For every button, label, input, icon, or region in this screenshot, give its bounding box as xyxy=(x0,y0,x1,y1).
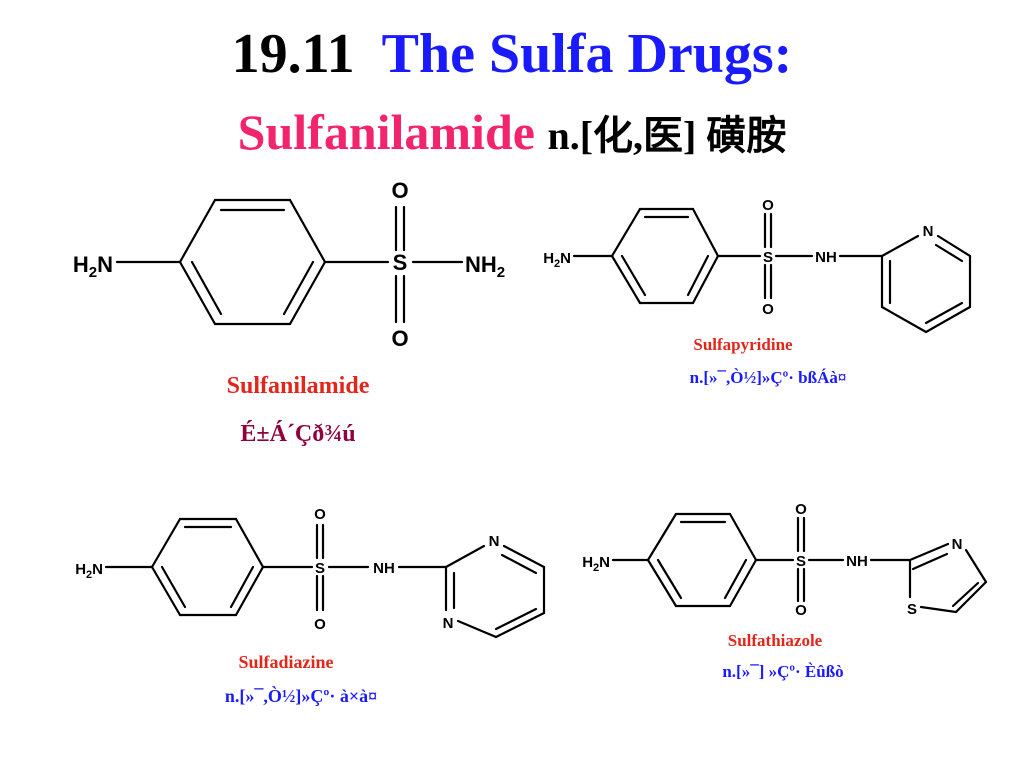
caption-sulfathiazole-subtitle: n.[»¯] »Çº· Èûßò xyxy=(722,662,844,681)
amino-group-label: H2N xyxy=(582,554,610,574)
pyrimidine-nitrogen-bottom: N xyxy=(443,615,454,632)
caption-sulfapyridine-subtitle: n.[»¯,Ò½]»Çº· bßÁà¤ xyxy=(689,368,847,387)
caption-sulfapyridine-name: Sulfapyridine xyxy=(693,335,793,354)
sulfur-atom: S xyxy=(763,249,773,266)
sulfonamide-nh-label: NH xyxy=(846,553,868,570)
caption-sulfanilamide-subtitle: É±Á´Çð¾ú xyxy=(240,421,356,447)
oxygen-atom-top: O xyxy=(762,197,774,214)
caption-sulfadiazine-name: Sulfadiazine xyxy=(238,652,334,672)
pyridine-ring xyxy=(880,234,972,334)
sulfonamide-nh-label: NH xyxy=(373,560,395,577)
pyrimidine-ring xyxy=(444,544,546,639)
oxygen-atom-top: O xyxy=(391,178,408,203)
thiazole-ring xyxy=(908,542,988,614)
amino-group-label: H2N xyxy=(543,250,571,270)
slide-subtitle: Sulfanilamide n.[化,医] 磺胺 xyxy=(0,102,1024,166)
slide-title: 19.11 The Sulfa Drugs: xyxy=(0,22,1024,86)
pyridine-nitrogen: N xyxy=(923,223,934,240)
thiazole-nitrogen: N xyxy=(952,536,963,553)
molecule-sulfanilamide-structure: H2N S O O NH2 xyxy=(73,178,505,351)
sulfur-atom: S xyxy=(393,250,408,275)
molecule-sulfathiazole-structure: H2N S O O NH N S xyxy=(582,501,988,619)
benzene-ring xyxy=(178,198,327,326)
oxygen-atom-bottom: O xyxy=(314,616,326,633)
sulfonamide-nh-label: NH xyxy=(815,249,837,266)
amino-group-label: H2N xyxy=(73,252,113,281)
oxygen-atom-bottom: O xyxy=(762,301,774,318)
oxygen-atom-top: O xyxy=(314,506,326,523)
benzene-ring xyxy=(150,517,265,617)
thiazole-sulfur: S xyxy=(907,601,917,618)
oxygen-atom-top: O xyxy=(795,501,807,518)
caption-sulfathiazole-name: Sulfathiazole xyxy=(727,631,823,650)
benzene-ring xyxy=(646,512,758,608)
sulfur-atom: S xyxy=(796,553,806,570)
drug-name: Sulfanilamide xyxy=(237,104,535,160)
amino-group-label: H2N xyxy=(75,561,103,581)
caption-sulfanilamide-name: Sulfanilamide xyxy=(226,373,370,399)
benzene-ring xyxy=(610,207,720,305)
part-of-speech: n.[化,医] 磺胺 xyxy=(547,113,787,158)
molecule-sulfapyridine-structure: H2N S O O NH N xyxy=(543,197,972,334)
section-number: 19.11 xyxy=(231,23,355,85)
sulfur-atom: S xyxy=(315,560,325,577)
oxygen-atom-bottom: O xyxy=(795,602,807,619)
pyrimidine-nitrogen-top: N xyxy=(489,533,500,550)
sulfonamide-group-label: NH2 xyxy=(465,252,505,281)
oxygen-atom-bottom: O xyxy=(391,326,408,351)
molecule-sulfadiazine-structure: H2N S O O NH N N xyxy=(75,506,546,639)
caption-sulfadiazine-subtitle: n.[»¯,Ò½]»Çº· à×à¤ xyxy=(224,686,378,706)
section-topic: The Sulfa Drugs: xyxy=(381,23,793,85)
